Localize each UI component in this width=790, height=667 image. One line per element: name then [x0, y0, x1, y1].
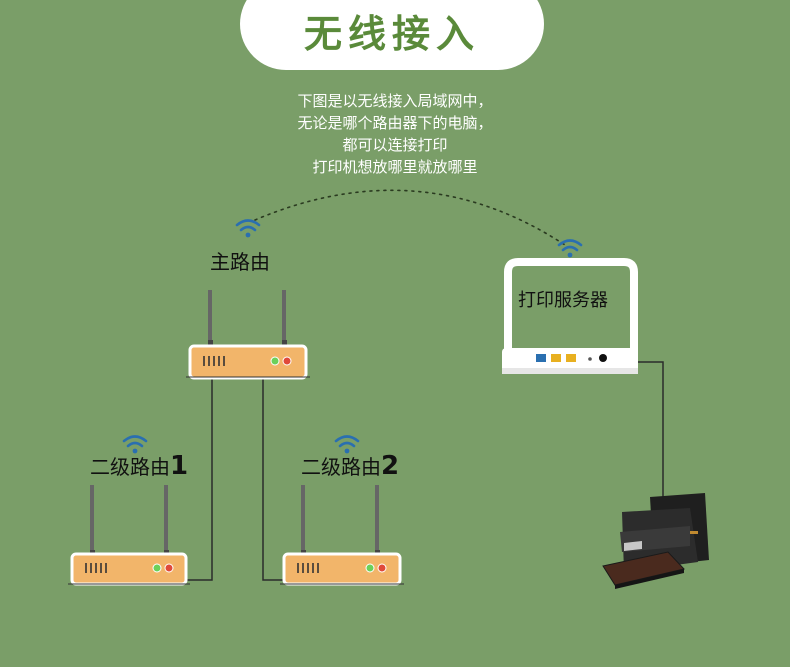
- router-number: 2: [381, 451, 400, 481]
- secondary-router-1-icon: [68, 485, 190, 586]
- router-number: 1: [170, 451, 189, 481]
- cable-print-server-to-printer: [630, 361, 664, 500]
- secondary-router-2-icon: [280, 485, 404, 586]
- wired-connections: [185, 361, 664, 581]
- main-router-icon: [186, 290, 310, 380]
- wifi-icon: [334, 435, 360, 454]
- print-server-label: 打印服务器: [518, 290, 608, 311]
- wifi-icon: [235, 219, 261, 238]
- title-banner: 无线接入: [240, 0, 544, 70]
- description: 下图是以无线接入局域网中， 无论是哪个路由器下的电脑， 都可以连接打印 打印机想…: [240, 90, 550, 178]
- description-line-1: 下图是以无线接入局域网中，: [297, 92, 493, 110]
- description-line-3: 都可以连接打印: [342, 136, 448, 154]
- description-line-4: 打印机想放哪里就放哪里: [312, 158, 478, 176]
- page-title: 无线接入: [303, 12, 480, 56]
- wifi-icon: [557, 239, 583, 258]
- wifi-icon: [122, 435, 148, 454]
- main-router-label: 主路由: [210, 250, 270, 274]
- description-line-2: 无论是哪个路由器下的电脑，: [297, 114, 493, 132]
- secondary-router-2-label: 二级路由2: [301, 451, 400, 481]
- secondary-router-1-label: 二级路由1: [90, 451, 189, 481]
- cable-main-to-router-1: [185, 378, 213, 581]
- print-server-icon: [502, 258, 638, 374]
- wireless-link-dotted: [254, 189, 566, 246]
- printer-icon: [602, 493, 709, 589]
- cable-main-to-router-2: [262, 378, 285, 581]
